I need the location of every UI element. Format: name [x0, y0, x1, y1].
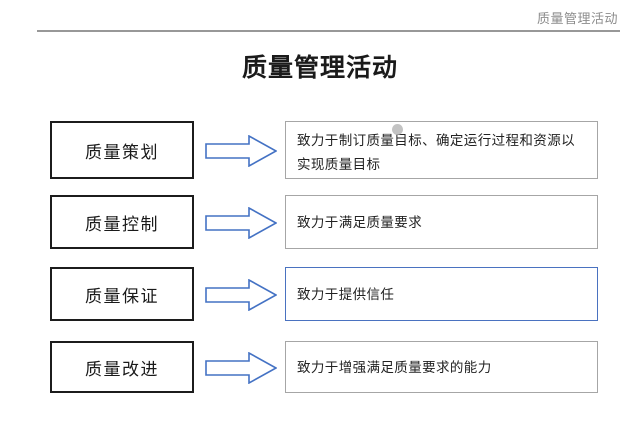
slide-header-text: 质量管理活动	[536, 11, 618, 26]
description-text: 致力于增强满足质量要求的能力	[297, 359, 492, 375]
diagram-row: 质量策划 致力于制订质量目标、确定运行过程和资源以实现质量目标	[0, 121, 640, 179]
right-arrow-icon	[205, 279, 277, 311]
header-divider-rule	[37, 30, 620, 32]
description-box-quality-control[interactable]: 致力于满足质量要求	[285, 195, 598, 249]
right-arrow-icon	[205, 352, 277, 384]
description-box-quality-improvement[interactable]: 致力于增强满足质量要求的能力	[285, 341, 598, 393]
diagram-row: 质量保证 致力于提供信任	[0, 267, 640, 321]
description-box-quality-assurance[interactable]: 致力于提供信任	[285, 267, 598, 321]
description-text: 致力于提供信任	[297, 286, 395, 302]
diagram-row: 质量改进 致力于增强满足质量要求的能力	[0, 341, 640, 393]
term-box-quality-improvement[interactable]: 质量改进	[50, 341, 194, 393]
description-box-quality-planning[interactable]: 致力于制订质量目标、确定运行过程和资源以实现质量目标	[285, 121, 598, 179]
term-label: 质量改进	[85, 359, 159, 379]
right-arrow-icon	[205, 135, 277, 167]
term-label: 质量控制	[85, 214, 159, 234]
term-box-quality-assurance[interactable]: 质量保证	[50, 267, 194, 321]
right-arrow-icon	[205, 207, 277, 239]
description-text: 致力于满足质量要求	[297, 214, 423, 230]
term-label: 质量保证	[85, 286, 159, 306]
diagram-row: 质量控制 致力于满足质量要求	[0, 195, 640, 249]
term-label: 质量策划	[85, 142, 159, 162]
page-title: 质量管理活动	[241, 54, 398, 82]
description-text: 致力于制订质量目标、确定运行过程和资源以实现质量目标	[297, 133, 575, 172]
term-box-quality-planning[interactable]: 质量策划	[50, 121, 194, 179]
mouse-cursor-artifact	[392, 124, 403, 135]
term-box-quality-control[interactable]: 质量控制	[50, 195, 194, 249]
